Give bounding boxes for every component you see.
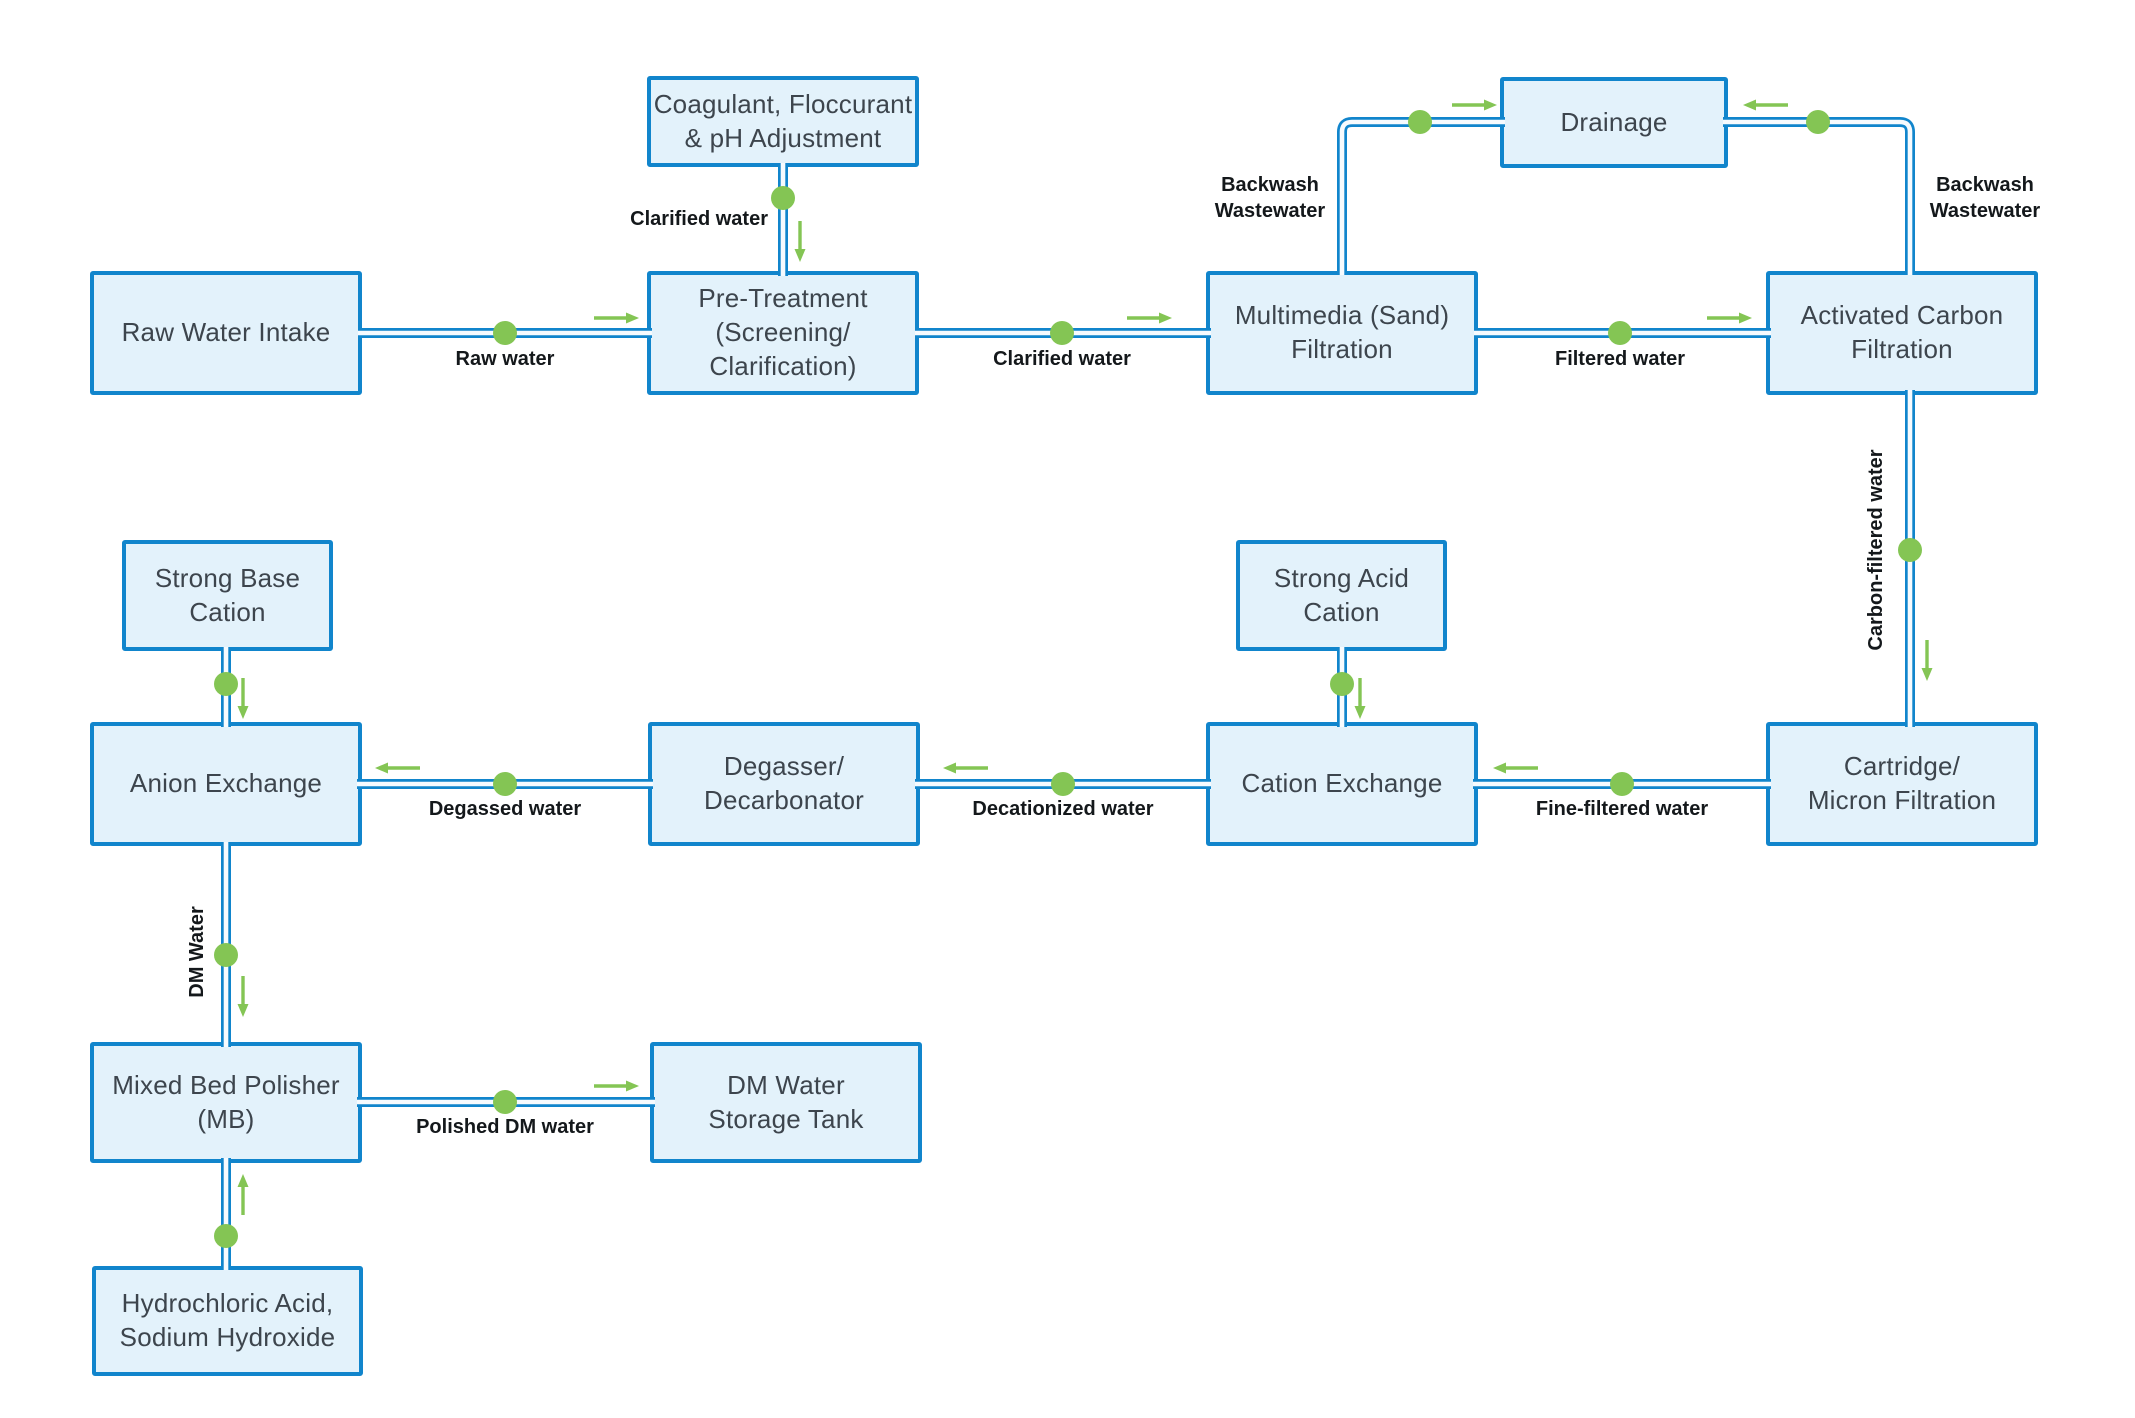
box-strong-acid-cation: Strong Acid Cation bbox=[1236, 540, 1447, 651]
box-dm-water-storage: DM Water Storage Tank bbox=[650, 1042, 922, 1163]
label-fine-filtered-water: Fine-filtered water bbox=[1535, 798, 1709, 820]
box-mixed-bed-polisher: Mixed Bed Polisher (MB) bbox=[90, 1042, 362, 1163]
box-degasser: Degasser/ Decarbonator bbox=[648, 722, 920, 846]
box-cartridge-filtration-label: Cartridge/ Micron Filtration bbox=[1807, 751, 1997, 815]
label-raw-water: Raw water bbox=[455, 348, 555, 370]
box-activated-carbon: Activated Carbon Filtration bbox=[1766, 271, 2038, 395]
label-polished-dm-water: Polished DM water bbox=[416, 1116, 594, 1138]
flow-dot-backwash-right bbox=[1806, 110, 1830, 134]
flow-dot-decationized bbox=[1051, 772, 1075, 796]
label-dm-water: DM Water bbox=[186, 906, 208, 998]
box-dm-water-storage-label: DM Water Storage Tank bbox=[708, 1069, 864, 1134]
flow-dot-filtered-water bbox=[1608, 321, 1632, 345]
box-multimedia-filtration: Multimedia (Sand) Filtration bbox=[1206, 271, 1478, 395]
label-clarified-water-1: Clarified water bbox=[630, 208, 768, 230]
box-cation-exchange-label: Cation Exchange bbox=[1241, 768, 1443, 799]
box-chemicals: Hydrochloric Acid, Sodium Hydroxide bbox=[92, 1266, 363, 1376]
flow-arrow-left-icon bbox=[375, 762, 420, 774]
flow-arrow-down-icon bbox=[1921, 640, 1933, 681]
label-decationized-water: Decationized water bbox=[972, 798, 1154, 820]
box-drainage-label: Drainage bbox=[1560, 106, 1668, 137]
box-anion-exchange: Anion Exchange bbox=[90, 722, 362, 846]
box-coagulant-label: Coagulant, Floccurant & pH Adjustment bbox=[653, 88, 913, 153]
flow-arrow-down-icon bbox=[237, 678, 249, 719]
flow-arrow-right-icon bbox=[594, 312, 639, 324]
box-cation-exchange: Cation Exchange bbox=[1206, 722, 1478, 846]
box-drainage: Drainage bbox=[1500, 77, 1728, 168]
flow-arrow-down-icon bbox=[237, 976, 249, 1017]
box-chemicals-label: Hydrochloric Acid, Sodium Hydroxide bbox=[119, 1288, 336, 1352]
box-degasser-label: Degasser/ Decarbonator bbox=[704, 751, 864, 815]
label-carbon-filtered-water: Carbon-filtered water bbox=[1865, 449, 1887, 651]
label-degassed-water: Degassed water bbox=[428, 798, 582, 820]
flow-dot-fine-filtered bbox=[1610, 772, 1634, 796]
box-mixed-bed-polisher-label: Mixed Bed Polisher (MB) bbox=[112, 1069, 340, 1134]
flow-dot-chemicals bbox=[214, 1224, 238, 1248]
flow-arrow-up-icon bbox=[237, 1174, 249, 1215]
box-strong-base-cation: Strong Base Cation bbox=[122, 540, 333, 651]
label-backwash-wastewater-left: Backwash Wastewater bbox=[1214, 174, 1326, 222]
label-backwash-wastewater-right: Backwash Wastewater bbox=[1929, 174, 2041, 222]
flow-arrow-left-icon bbox=[943, 762, 988, 774]
flow-arrow-right-icon bbox=[1127, 312, 1172, 324]
flow-arrow-right-icon bbox=[1452, 99, 1497, 111]
box-strong-acid-cation-label: Strong Acid Cation bbox=[1273, 562, 1410, 627]
flow-dot-backwash-left bbox=[1408, 110, 1432, 134]
flow-dot-polished-dm bbox=[493, 1090, 517, 1114]
label-clarified-water-2: Clarified water bbox=[993, 348, 1131, 370]
flow-dot-raw-water bbox=[493, 321, 517, 345]
flow-dot-degassed bbox=[493, 772, 517, 796]
flow-dot-strong-base bbox=[214, 672, 238, 696]
box-raw-water-intake: Raw Water Intake bbox=[90, 271, 362, 395]
flow-dot-strong-acid bbox=[1330, 672, 1354, 696]
box-pre-treatment: Pre-Treatment (Screening/ Clarification) bbox=[647, 271, 919, 395]
flow-arrow-down-icon bbox=[1354, 678, 1366, 719]
label-filtered-water: Filtered water bbox=[1554, 348, 1686, 370]
box-activated-carbon-label: Activated Carbon Filtration bbox=[1800, 300, 2004, 364]
flow-arrow-left-icon bbox=[1493, 762, 1538, 774]
box-multimedia-filtration-label: Multimedia (Sand) Filtration bbox=[1234, 300, 1450, 364]
flow-arrow-right-icon bbox=[1707, 312, 1752, 324]
box-cartridge-filtration: Cartridge/ Micron Filtration bbox=[1766, 722, 2038, 846]
flow-arrow-right-icon bbox=[594, 1080, 639, 1092]
box-coagulant: Coagulant, Floccurant & pH Adjustment bbox=[647, 76, 919, 167]
box-raw-water-intake-label: Raw Water Intake bbox=[121, 317, 331, 348]
flow-dot-dm-water bbox=[214, 943, 238, 967]
flow-arrow-left-icon bbox=[1743, 99, 1788, 111]
box-pre-treatment-label: Pre-Treatment (Screening/ Clarification) bbox=[698, 283, 868, 381]
box-strong-base-cation-label: Strong Base Cation bbox=[154, 562, 301, 627]
flow-dot-carbon-filtered bbox=[1898, 538, 1922, 562]
flow-dot-clarified-water bbox=[1050, 321, 1074, 345]
flow-arrow-down-icon bbox=[794, 221, 806, 262]
flow-dot-coagulant bbox=[771, 186, 795, 210]
box-anion-exchange-label: Anion Exchange bbox=[129, 768, 323, 799]
